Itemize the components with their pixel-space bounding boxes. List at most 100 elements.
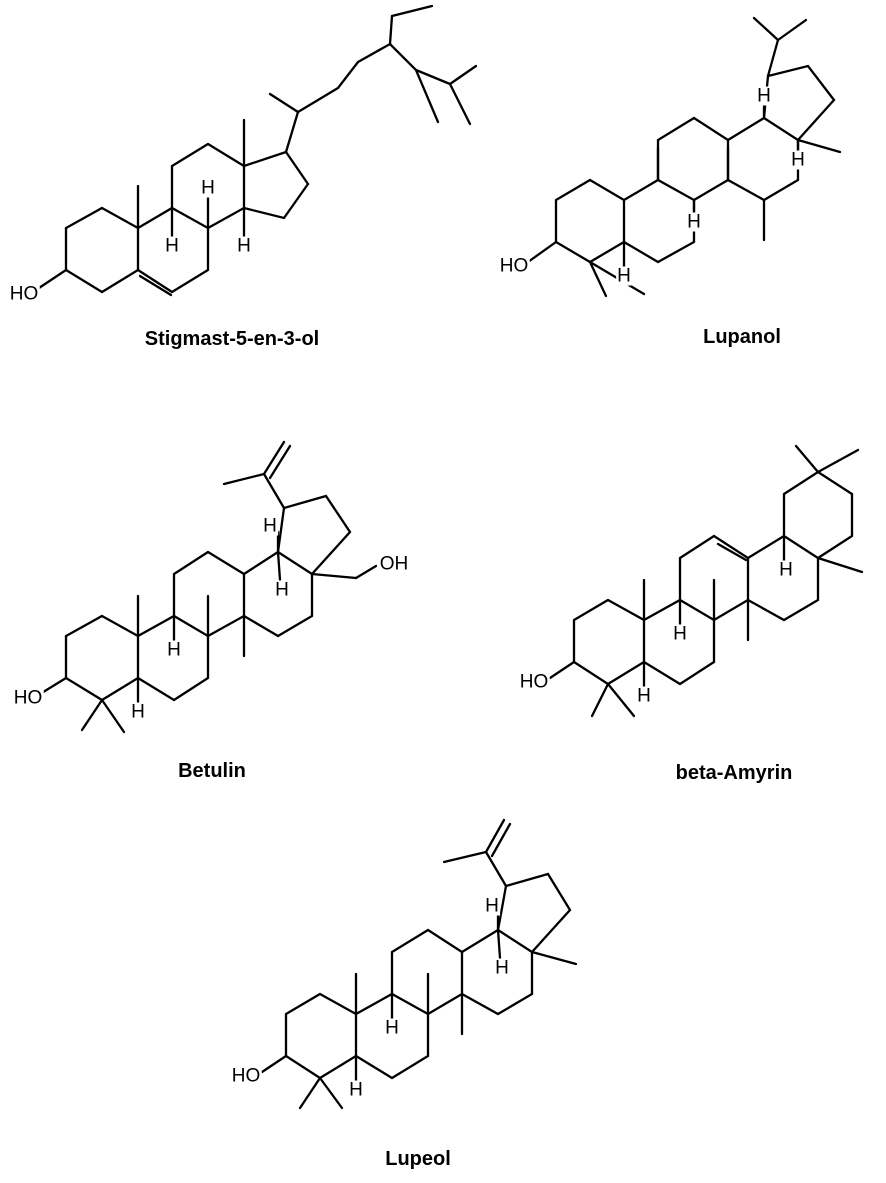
molecule-lupanol-skeleton: [526, 16, 842, 298]
molecule-name-stigmast-5-en-3-ol: Stigmast-5-en-3-ol: [144, 328, 320, 350]
isopropenyl-double: [268, 444, 292, 480]
atom-label-h: H: [616, 265, 632, 287]
molecule-stigmasterol-skeleton: [34, 4, 478, 297]
atom-label-h: H: [672, 623, 688, 645]
atom-label-h: H: [262, 515, 278, 537]
h-bond-18: [496, 928, 502, 960]
ring-a: [64, 206, 140, 294]
molecule-name-lupanol: Lupanol: [703, 326, 781, 348]
atom-label-h: H: [686, 211, 702, 233]
gem-dimethyl-1: [80, 698, 104, 732]
gem-dimethyl-1: [298, 1076, 322, 1110]
atom-label-ho: HO: [230, 1065, 262, 1087]
ho-bond: [526, 240, 558, 264]
isopropyl-2: [448, 64, 478, 86]
ring-a: [284, 992, 358, 1080]
atom-label-ho: HO: [498, 255, 530, 277]
molecule-lupeol-skeleton: [260, 818, 578, 1110]
isopropenyl-2: [442, 850, 488, 864]
atom-label-h: H: [484, 895, 500, 917]
ho-bond: [260, 1054, 288, 1074]
ring-b: [354, 992, 430, 1080]
ch2oh-2: [354, 564, 378, 580]
gem-dimethyl-2: [100, 698, 126, 734]
isopropyl-1: [766, 38, 780, 78]
ring-c: [390, 928, 464, 1016]
methyl-c17: [796, 138, 842, 154]
molecule-name-beta-amyrin: beta-Amyrin: [675, 762, 793, 784]
ring-d: [726, 116, 800, 202]
gem-dimethyl-1: [588, 260, 608, 298]
isopropyl-2: [752, 16, 780, 42]
atom-label-ho: HO: [12, 687, 44, 709]
gem-dimethyl-e1: [794, 444, 820, 474]
isopropenyl-1: [484, 850, 508, 888]
ring-d: [746, 534, 820, 622]
gem-dimethyl-1: [590, 682, 610, 718]
gem-dimethyl-2: [606, 682, 636, 718]
ho-bond: [34, 268, 68, 292]
h-bond-18: [276, 550, 282, 582]
methyl-c17: [530, 950, 578, 966]
ch2oh-1: [310, 572, 358, 580]
atom-label-ho: HO: [8, 283, 40, 305]
ring-e: [782, 470, 854, 560]
atom-label-h: H: [236, 235, 252, 257]
molecule-betulin-skeleton: [38, 440, 378, 734]
ring-d: [242, 150, 310, 220]
isopropyl-3: [776, 18, 808, 42]
atom-label-h: H: [756, 85, 772, 107]
ring-a: [64, 614, 140, 702]
atom-label-h: H: [636, 685, 652, 707]
ho-bond: [548, 660, 576, 680]
atom-label-h: H: [166, 639, 182, 661]
ring-a: [572, 598, 646, 686]
molecule-name-lupeol: Lupeol: [385, 1148, 451, 1170]
isopropenyl-3: [262, 440, 286, 476]
atom-label-h: H: [494, 957, 510, 979]
atom-label-h: H: [200, 177, 216, 199]
ring-b: [136, 614, 210, 702]
double-bond-c12: [716, 542, 748, 562]
isopropenyl-1: [262, 472, 286, 510]
ring-c: [170, 142, 246, 230]
methyl-c20: [268, 92, 300, 114]
ho-bond: [38, 676, 68, 696]
ring-d: [242, 550, 314, 638]
atom-label-h: H: [130, 701, 146, 723]
ring-c: [656, 116, 730, 202]
double-bond-c5: [138, 274, 173, 297]
isopropenyl-double: [490, 822, 512, 858]
ring-a: [554, 178, 626, 264]
atom-label-h: H: [348, 1079, 364, 1101]
atom-label-h: H: [164, 235, 180, 257]
atom-label-ho: HO: [518, 671, 550, 693]
gem-dimethyl-e2: [816, 448, 860, 474]
isopropyl-3: [448, 82, 472, 126]
side-chain-1: [284, 110, 300, 154]
isopropenyl-2: [222, 472, 266, 486]
ethyl-1: [388, 14, 394, 46]
methyl-c17: [816, 556, 864, 574]
ring-d: [460, 928, 534, 1016]
side-chain-2: [296, 42, 440, 124]
isopropenyl-3: [484, 818, 506, 854]
ring-e: [276, 494, 352, 576]
atom-label-oh: OH: [378, 553, 410, 575]
atom-label-h: H: [778, 559, 794, 581]
ring-b: [642, 598, 716, 686]
molecule-name-betulin: Betulin: [178, 760, 246, 782]
gem-dimethyl-2: [318, 1076, 344, 1110]
molecule-beta-amyrin-skeleton: [548, 444, 864, 718]
ring-c: [172, 550, 246, 638]
ring-c: [678, 534, 750, 622]
ring-e: [762, 64, 836, 142]
atom-label-h: H: [790, 149, 806, 171]
atom-label-h: H: [384, 1017, 400, 1039]
ring-b: [622, 178, 696, 264]
ring-b: [136, 206, 210, 294]
atom-label-h: H: [274, 579, 290, 601]
ring-e: [496, 872, 572, 954]
